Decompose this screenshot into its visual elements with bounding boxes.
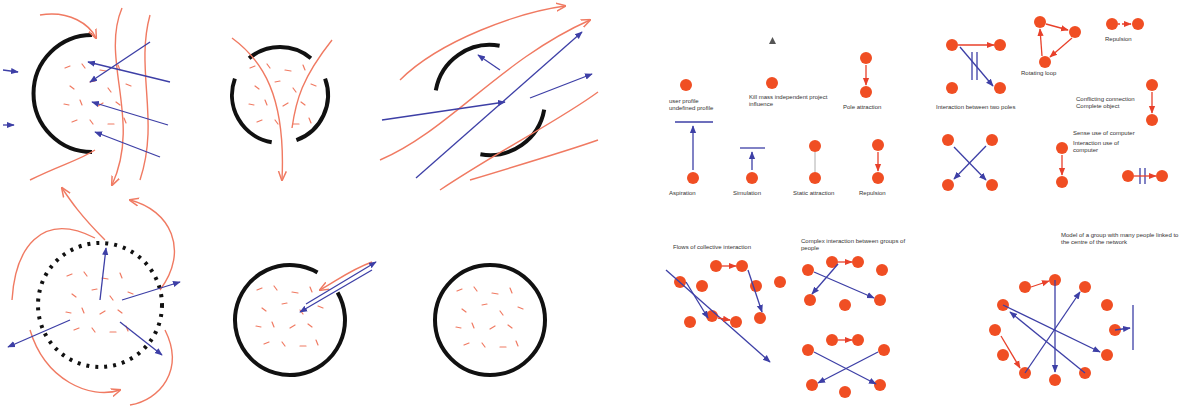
annotation-label: Complex interaction between groups of pe… xyxy=(800,238,914,252)
annotation-label: Pole attraction xyxy=(842,104,892,111)
annotation-label: Repulsion xyxy=(1104,36,1150,43)
annotation-label: Flows of collective interaction xyxy=(672,244,756,251)
annotation-label: Simulation xyxy=(732,190,778,197)
annotation-label: Interaction between two poles xyxy=(935,104,1029,111)
annotation-label: Model of a group with many people linked… xyxy=(1060,232,1184,246)
annotation-label: Aspiration xyxy=(668,190,716,197)
annotation-label: Static attraction xyxy=(792,190,846,197)
panel-broken-ring xyxy=(232,38,332,180)
panel-porous-ring xyxy=(8,188,180,405)
panel-open-circle xyxy=(235,262,376,375)
annotation-label: Sense use of computer xyxy=(1072,130,1144,137)
annotation-label: Kill mass independent project influence xyxy=(748,94,830,108)
relation-diagrams xyxy=(666,16,1168,398)
panel-half-shell xyxy=(3,8,170,185)
annotation-label: user profile undefined profile xyxy=(668,98,716,112)
panel-closed-circle xyxy=(435,265,545,375)
annotation-label: Repulsion xyxy=(858,190,902,197)
annotation-label: Conflicting connection Complete object xyxy=(1075,96,1145,110)
panel-two-arcs xyxy=(380,6,598,190)
annotation-label: Rotating loop xyxy=(1020,70,1070,77)
annotation-label: Interaction use of computer xyxy=(1072,140,1144,154)
